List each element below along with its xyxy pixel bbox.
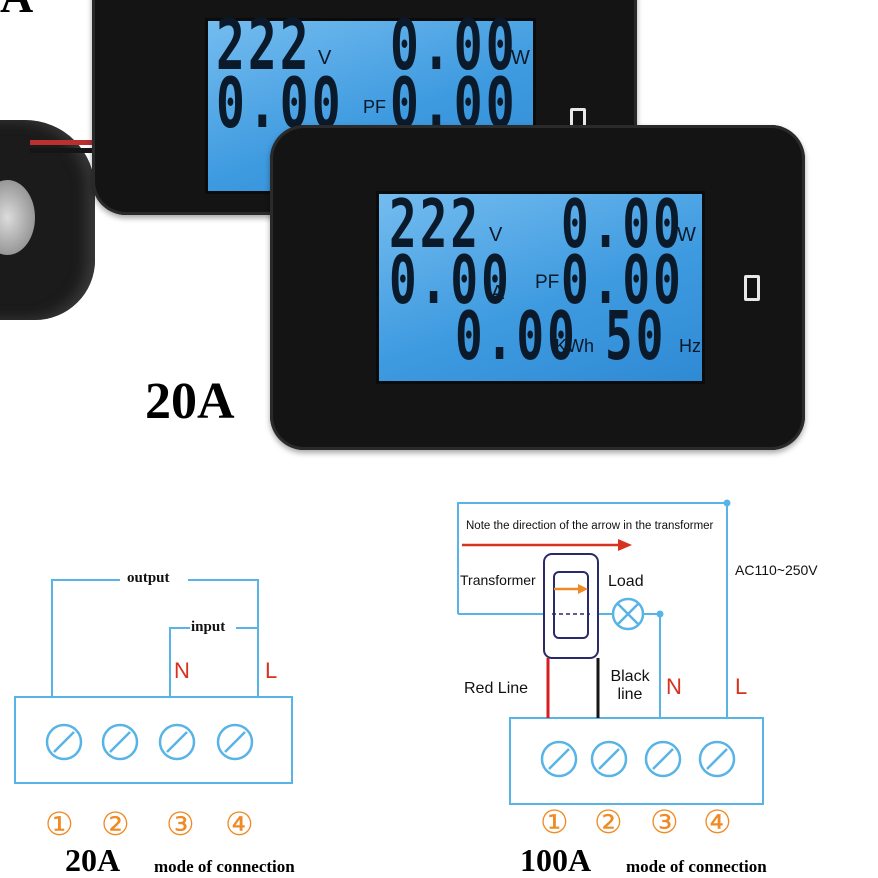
terminal-screw-2 (101, 723, 139, 761)
energy-reading: 0.00 (455, 296, 578, 375)
transformer-wire (30, 140, 110, 145)
power-reading: 0.00 (390, 5, 518, 87)
wiring-diagram-100a (457, 499, 764, 805)
terminal-screw-4 (216, 723, 254, 761)
terminal-screw-3 (158, 723, 196, 761)
pf-reading: 0.00 (561, 240, 684, 319)
current-unit: A (491, 282, 505, 304)
terminal-number-2: ② (594, 804, 623, 840)
black-line-label: Black line (610, 668, 650, 703)
power-reading: 0.00 (561, 184, 684, 263)
caption-100a: 100A (520, 842, 592, 878)
terminal-screws (45, 723, 254, 761)
power-unit: W (677, 224, 696, 246)
meter-button[interactable] (744, 275, 760, 301)
load-label: Load (608, 573, 644, 590)
lcd-screen: 222 V 0.00 W 0.00 A PF 0.00 0.00 KWh 50 … (376, 184, 705, 384)
red-line-label: Red Line (464, 680, 529, 697)
energy-unit: KWh (555, 336, 595, 356)
pf-label: PF (363, 97, 387, 117)
power-unit: W (511, 47, 530, 69)
current-transformer-image (0, 120, 95, 320)
transformer-label: Transformer (460, 572, 536, 588)
line-label: L (265, 658, 278, 683)
input-label: input (191, 619, 226, 635)
transformer-wire (30, 148, 110, 153)
terminal-screw-1 (45, 723, 83, 761)
voltage-unit: V (318, 47, 332, 69)
voltage-reading: 222 (216, 5, 312, 87)
terminal-number-3: ③ (166, 806, 195, 842)
caption-mode-100a: mode of connection (626, 857, 767, 876)
terminal-number-3: ③ (650, 804, 679, 840)
wiring-diagram-20a (14, 579, 293, 784)
supply-voltage-label: AC110~250V (735, 562, 818, 578)
terminal-number-4: ④ (225, 806, 254, 842)
voltage-unit: V (489, 224, 503, 246)
output-label: output (127, 570, 170, 586)
terminal-screw-1 (540, 740, 578, 778)
terminal-number-1: ① (45, 806, 74, 842)
neutral-label: N (174, 658, 190, 683)
neutral-label: N (666, 674, 682, 699)
terminal-number-2: ② (101, 806, 130, 842)
frequency-unit: Hz (679, 336, 701, 356)
frequency-reading: 50 (605, 296, 667, 375)
terminal-screw-2 (590, 740, 628, 778)
pf-label: PF (535, 272, 560, 293)
current-reading: 0.00 (389, 240, 512, 319)
terminal-screw-3 (644, 740, 682, 778)
power-meter-front: 222 V 0.00 W 0.00 A PF 0.00 0.00 KWh 50 … (270, 125, 805, 450)
terminal-screw-4 (698, 740, 736, 778)
terminal-screws (540, 740, 736, 778)
partial-caption: A (0, 0, 33, 20)
caption-20a: 20A (65, 842, 121, 878)
caption-mode-20a: mode of connection (154, 857, 295, 876)
terminal-number-1: ① (540, 804, 569, 840)
line-label: L (735, 674, 748, 699)
product-caption-20a: 20A (145, 373, 235, 430)
terminal-number-4: ④ (703, 804, 732, 840)
arrow-direction-note: Note the direction of the arrow in the t… (466, 520, 714, 532)
voltage-reading: 222 (389, 184, 482, 263)
